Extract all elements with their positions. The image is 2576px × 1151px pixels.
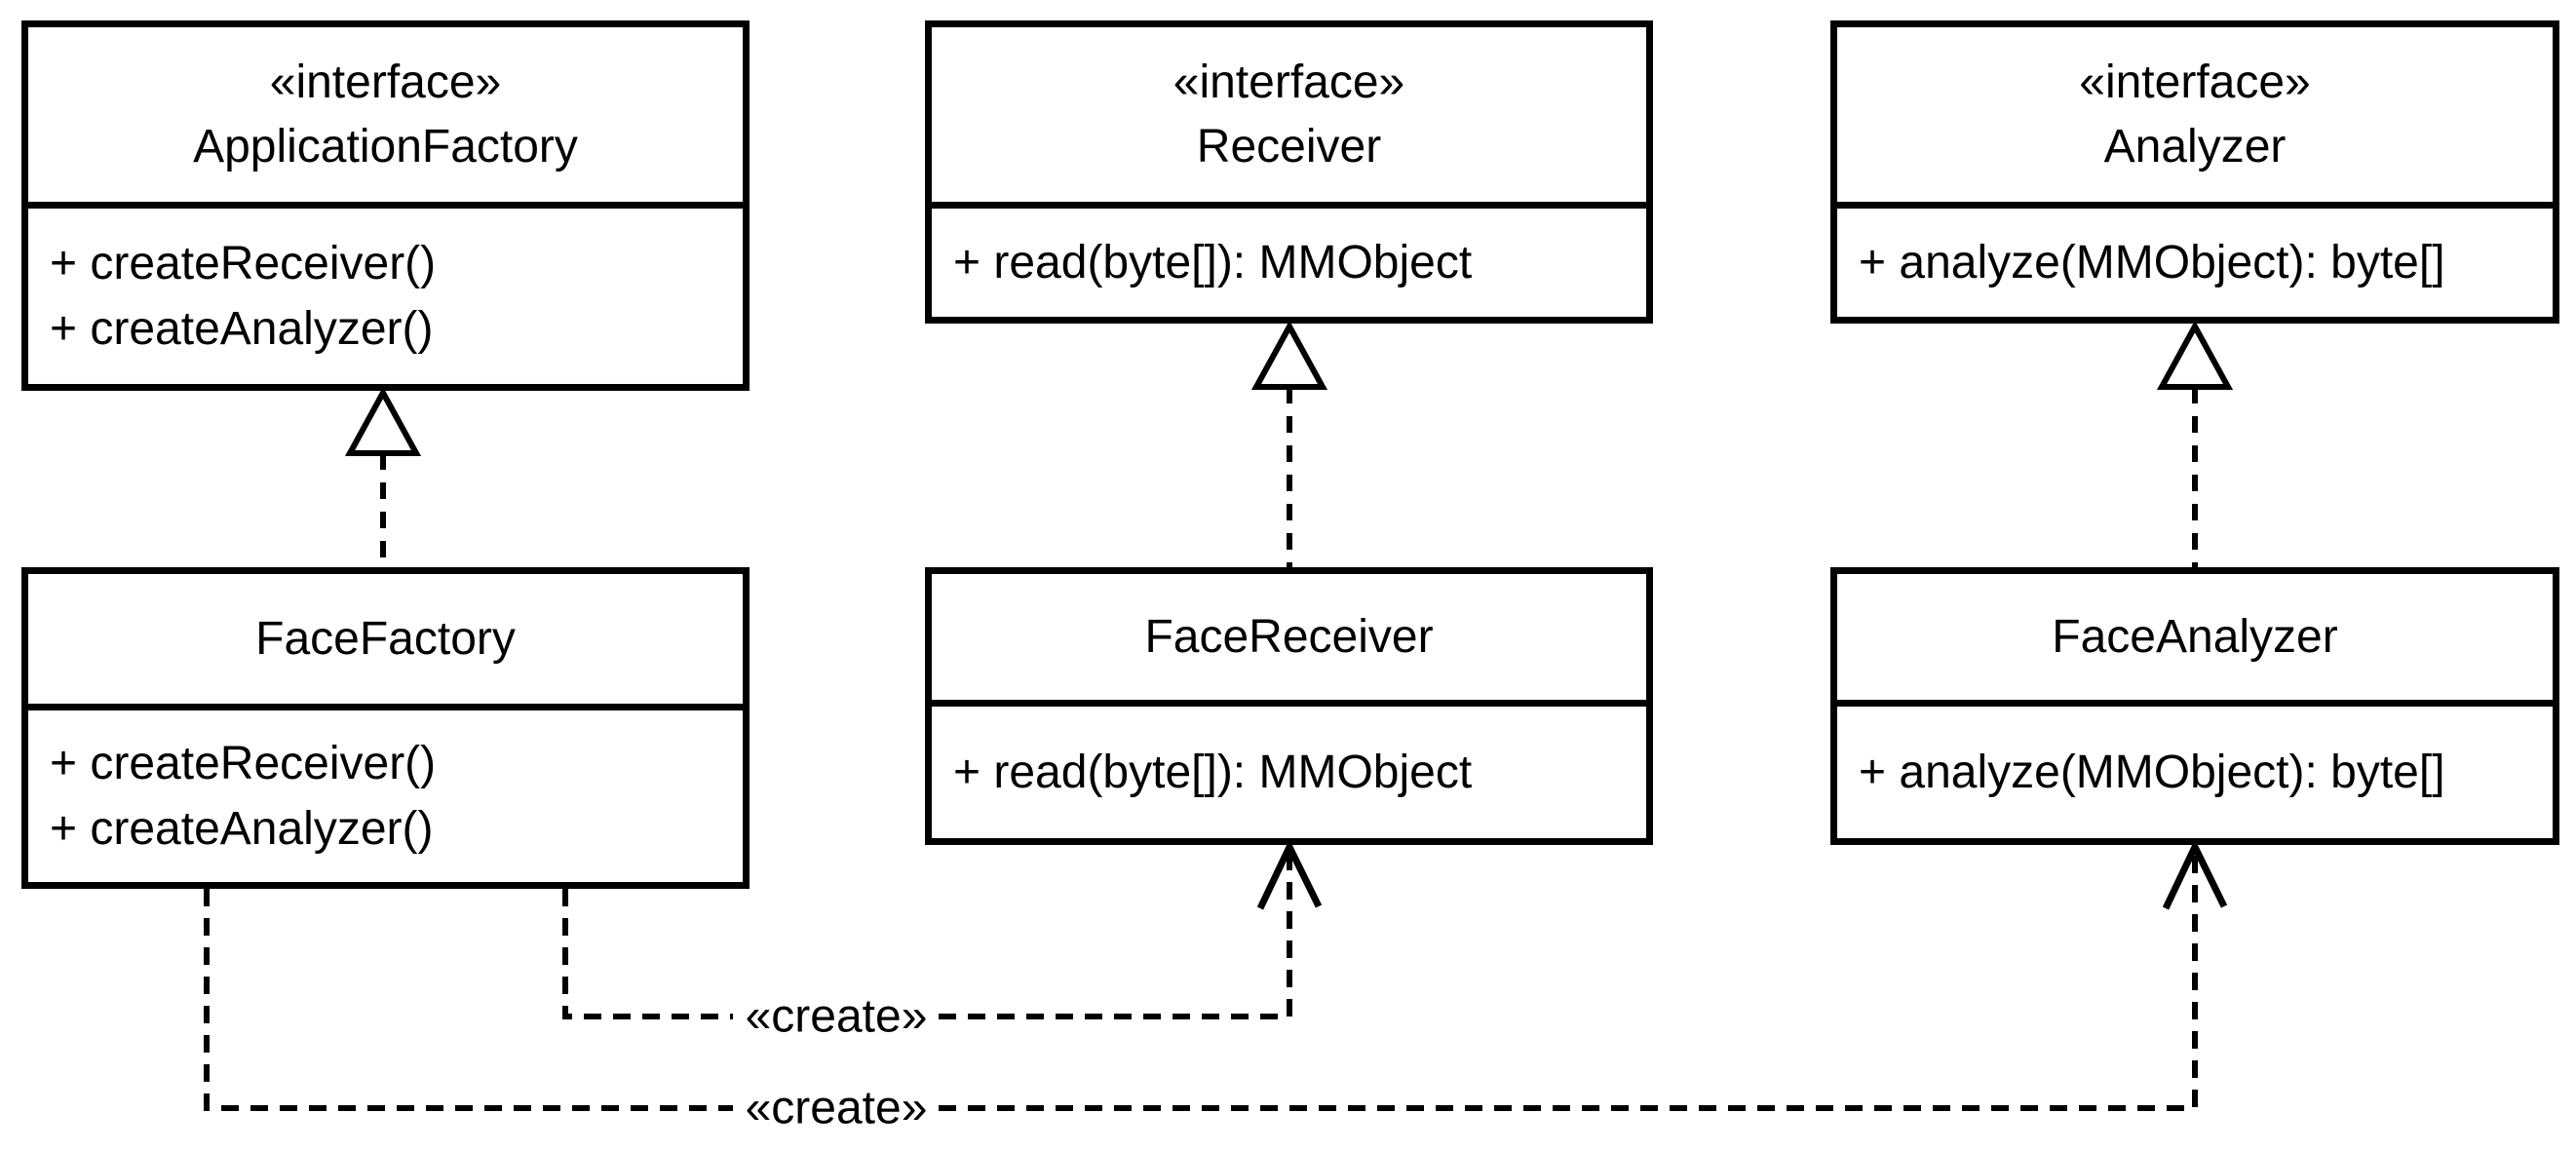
realization-connector-facefactory-applicationfactory bbox=[344, 386, 422, 567]
class-methods-compartment: + analyze(MMObject): byte[] bbox=[1837, 700, 2553, 838]
class-methods-compartment: + read(byte[]): MMObject bbox=[932, 202, 1646, 317]
stereotype-label: «interface» bbox=[2079, 56, 2311, 108]
open-arrowhead-icon bbox=[2162, 838, 2228, 910]
dependency-dashed-line bbox=[939, 850, 2198, 1111]
realization-connector-faceanalyzer-analyzer bbox=[2156, 320, 2234, 567]
method-label: + createReceiver() bbox=[50, 238, 437, 289]
method-label: + read(byte[]): MMObject bbox=[953, 237, 1473, 288]
class-box-receiver: «interface» Receiver + read(byte[]): MMO… bbox=[925, 20, 1653, 324]
method-label: + createReceiver() bbox=[50, 738, 437, 789]
class-name: Receiver bbox=[1196, 120, 1382, 173]
class-name: FaceFactory bbox=[255, 612, 516, 665]
class-name-compartment: FaceFactory bbox=[28, 574, 743, 704]
method-label: + createAnalyzer() bbox=[50, 303, 434, 355]
class-box-analyzer: «interface» Analyzer + analyze(MMObject)… bbox=[1830, 20, 2559, 324]
dependency-dashed-line bbox=[939, 850, 1292, 1019]
realization-connector-facereceiver-receiver bbox=[1250, 320, 1328, 567]
open-arrowhead-icon bbox=[1256, 838, 1323, 910]
class-box-face-analyzer: FaceAnalyzer + analyze(MMObject): byte[] bbox=[1830, 567, 2559, 845]
class-methods-compartment: + createReceiver() + createAnalyzer() bbox=[28, 202, 743, 384]
class-name-compartment: «interface» Receiver bbox=[932, 27, 1646, 202]
class-methods-compartment: + createReceiver() + createAnalyzer() bbox=[28, 704, 743, 882]
class-box-face-receiver: FaceReceiver + read(byte[]): MMObject bbox=[925, 567, 1653, 845]
class-name: FaceAnalyzer bbox=[2052, 610, 2338, 663]
method-label: + read(byte[]): MMObject bbox=[953, 747, 1473, 798]
class-name-compartment: «interface» ApplicationFactory bbox=[28, 27, 743, 202]
dependency-dashed-line bbox=[562, 889, 733, 1019]
method-label: + analyze(MMObject): byte[] bbox=[1859, 237, 2445, 288]
method-label: + analyze(MMObject): byte[] bbox=[1859, 747, 2445, 798]
class-name-compartment: FaceAnalyzer bbox=[1837, 574, 2553, 700]
class-name: FaceReceiver bbox=[1144, 610, 1434, 663]
create-stereotype-label: «create» bbox=[739, 1081, 934, 1135]
class-box-face-factory: FaceFactory + createReceiver() + createA… bbox=[21, 567, 750, 889]
hollow-triangle-icon bbox=[344, 386, 422, 456]
hollow-triangle-icon bbox=[1250, 320, 1328, 390]
class-methods-compartment: + analyze(MMObject): byte[] bbox=[1837, 202, 2553, 317]
class-name: ApplicationFactory bbox=[193, 120, 578, 173]
stereotype-label: «interface» bbox=[1173, 56, 1405, 108]
class-name-compartment: FaceReceiver bbox=[932, 574, 1646, 700]
class-name-compartment: «interface» Analyzer bbox=[1837, 27, 2553, 202]
class-methods-compartment: + read(byte[]): MMObject bbox=[932, 700, 1646, 838]
method-label: + createAnalyzer() bbox=[50, 803, 434, 855]
hollow-triangle-icon bbox=[2156, 320, 2234, 390]
dependency-dashed-line bbox=[204, 889, 733, 1111]
class-box-application-factory: «interface» ApplicationFactory + createR… bbox=[21, 20, 750, 391]
stereotype-label: «interface» bbox=[269, 56, 502, 108]
create-stereotype-label: «create» bbox=[739, 989, 934, 1044]
class-name: Analyzer bbox=[2103, 120, 2287, 173]
